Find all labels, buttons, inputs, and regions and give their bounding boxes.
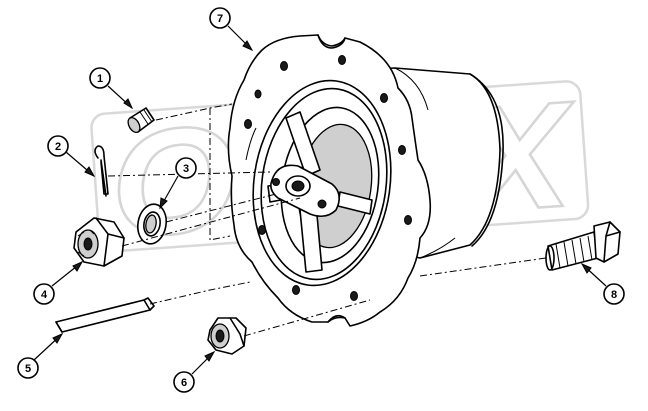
castle-nut xyxy=(73,217,125,267)
callout-2: 2 xyxy=(47,135,96,178)
wheel-hub-housing xyxy=(227,34,504,327)
callout-label-7: 7 xyxy=(217,13,223,25)
callout-7: 7 xyxy=(209,7,254,52)
callout-label-4: 4 xyxy=(41,289,48,301)
callout-label-3: 3 xyxy=(183,163,189,175)
washer xyxy=(136,203,168,245)
callout-label-5: 5 xyxy=(25,363,31,375)
callout-4: 4 xyxy=(33,260,84,305)
callout-label-8: 8 xyxy=(611,289,617,301)
callout-label-2: 2 xyxy=(55,141,61,153)
callout-5: 5 xyxy=(17,332,64,379)
callout-8: 8 xyxy=(580,262,625,305)
callout-1: 1 xyxy=(89,67,134,110)
callout-3: 3 xyxy=(159,157,197,210)
callout-label-6: 6 xyxy=(181,377,187,389)
shaft-key xyxy=(55,297,155,333)
cotter-pin xyxy=(94,145,109,197)
wheel-bolt xyxy=(545,221,621,271)
grease-cap xyxy=(127,107,155,134)
callout-label-1: 1 xyxy=(97,73,103,85)
callout-6: 6 xyxy=(173,350,216,393)
flange-nut xyxy=(207,317,247,355)
